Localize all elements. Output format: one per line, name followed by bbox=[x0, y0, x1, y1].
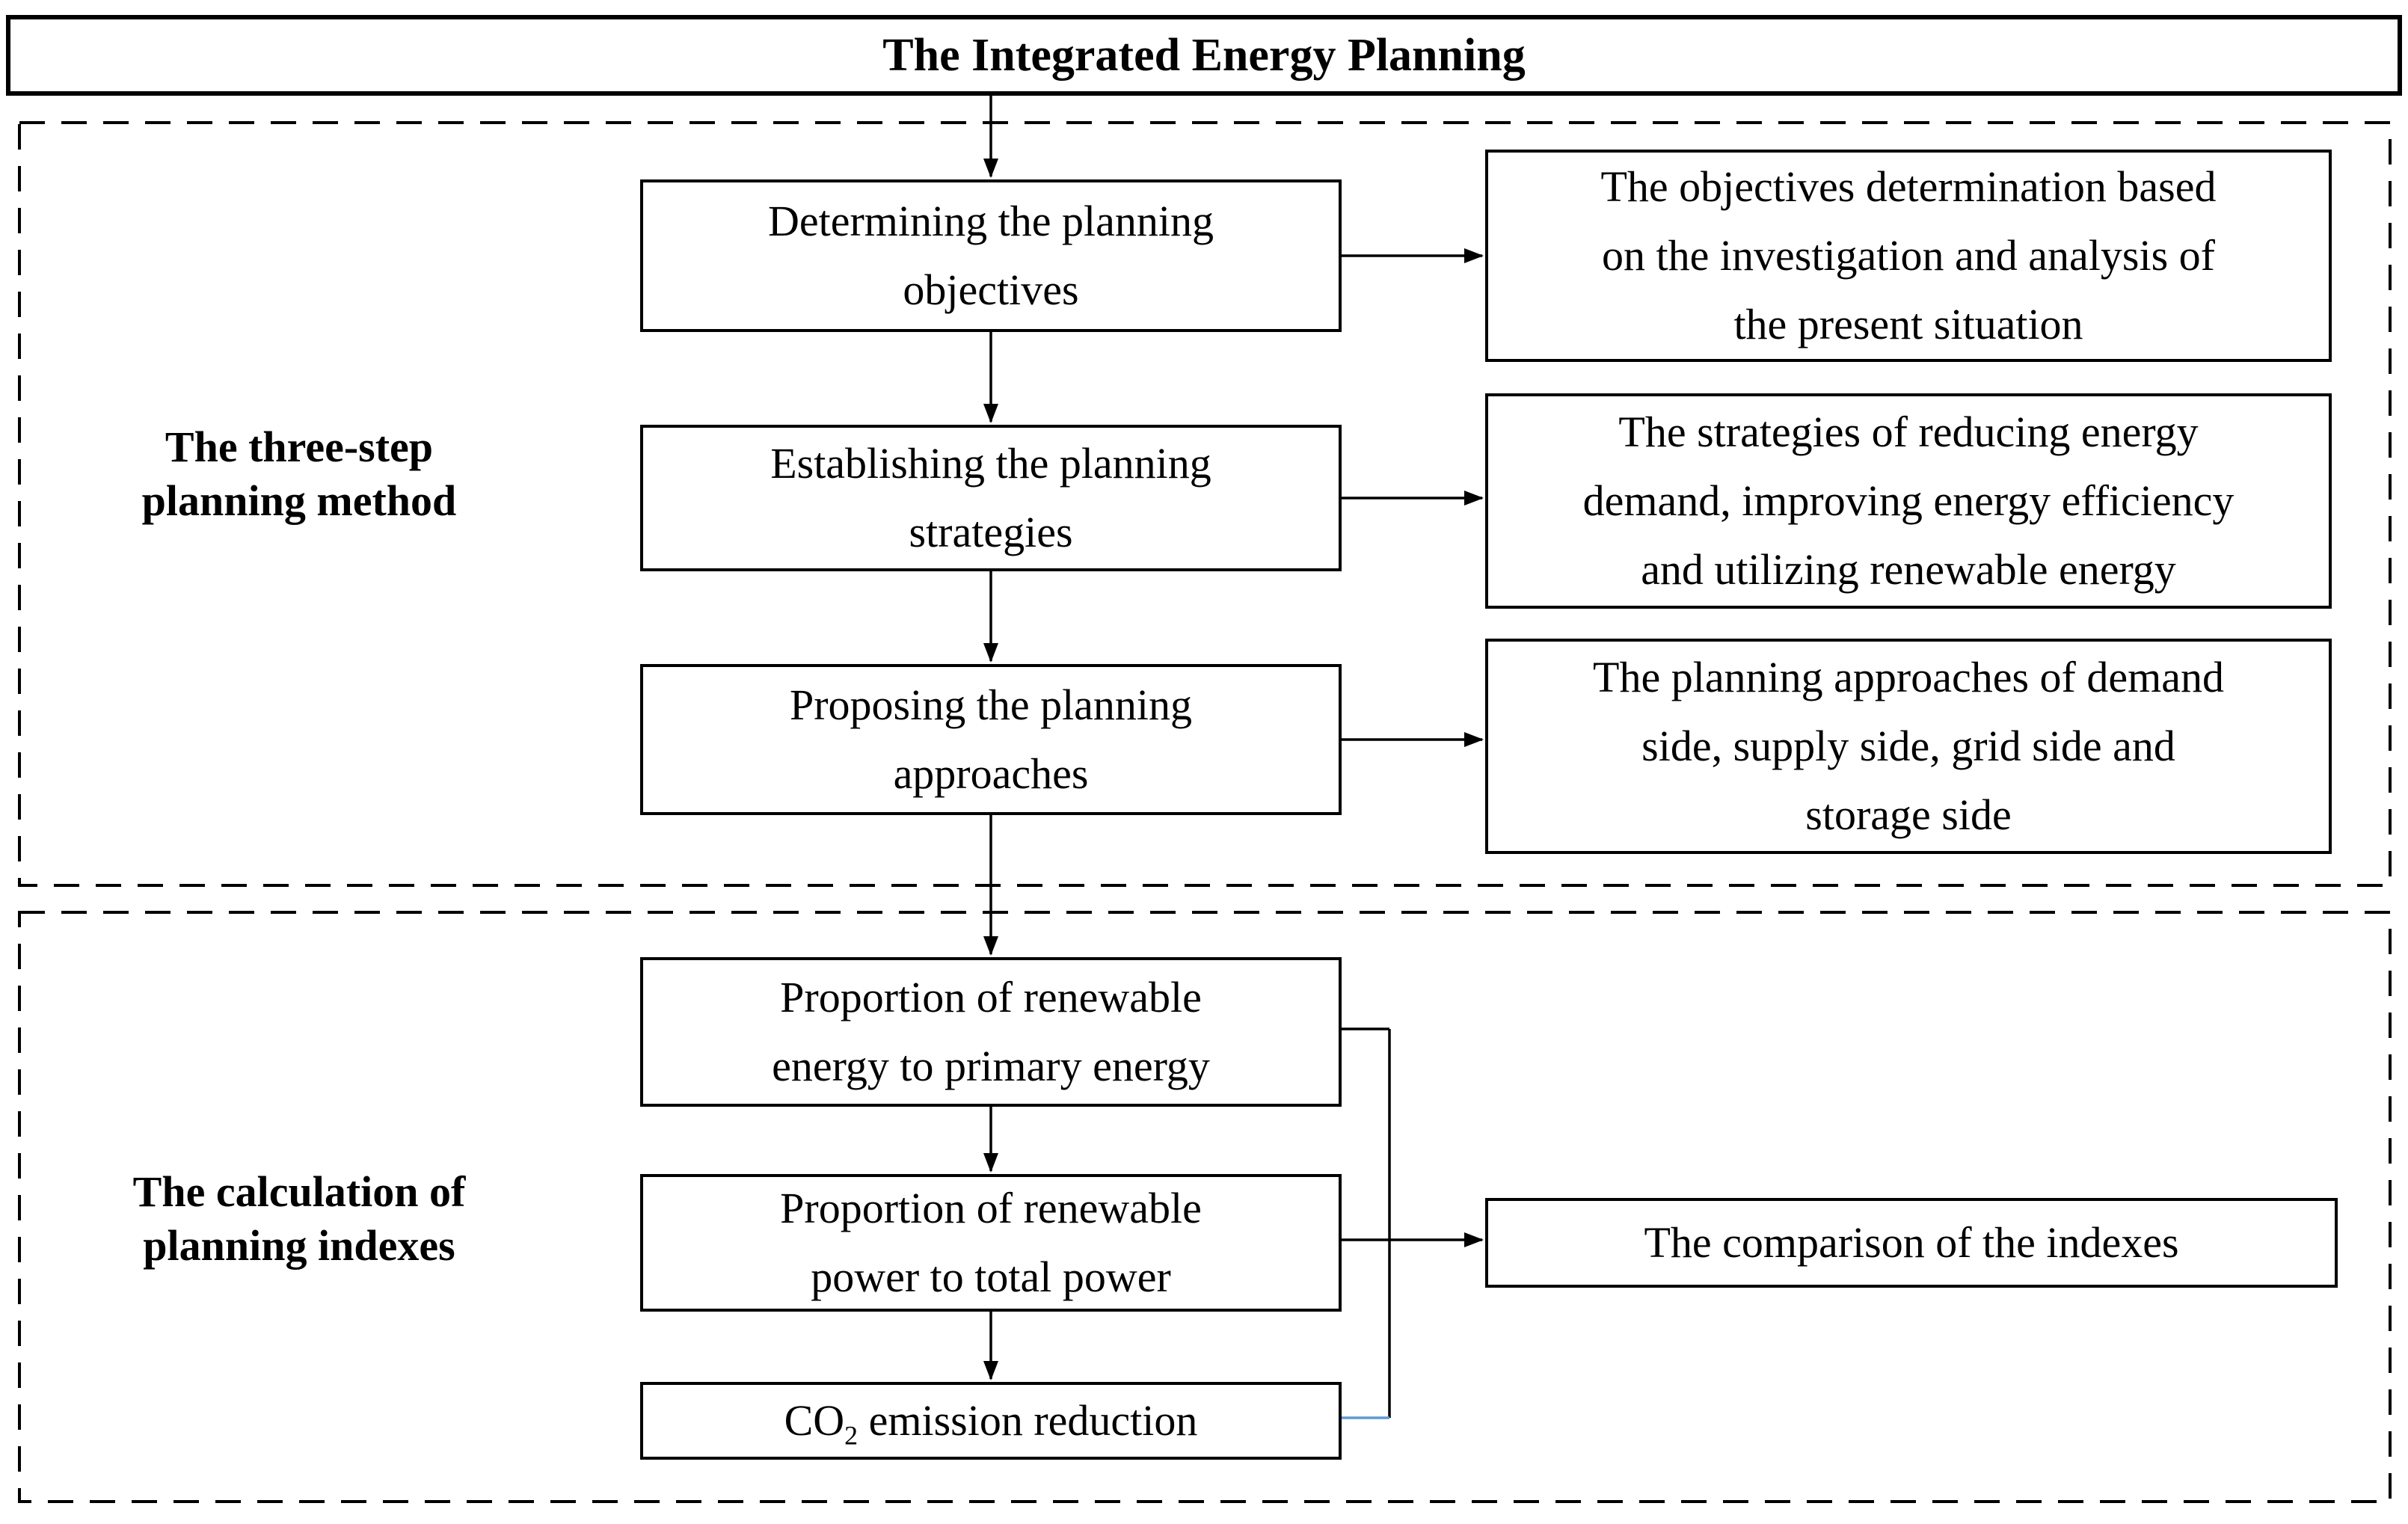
section-label-line: The three-step bbox=[165, 423, 434, 471]
section-label-line: planning method bbox=[141, 476, 457, 525]
box-approaches-detail: The planning approaches of demand side, … bbox=[1485, 639, 2332, 854]
box-text-line: The strategies of reducing energy bbox=[1618, 408, 2199, 456]
box-text-line: storage side bbox=[1805, 790, 2012, 839]
co2-prefix: CO bbox=[784, 1396, 845, 1445]
box-text-line: Determining the planning bbox=[768, 197, 1214, 245]
section-frame-calculation-indexes bbox=[18, 911, 2392, 1503]
box-establishing-strategies: Establishing the planning strategies bbox=[640, 425, 1342, 571]
page-title: The Integrated Energy Planning bbox=[882, 29, 1526, 81]
box-renewable-power-proportion: Proportion of renewable power to total p… bbox=[640, 1174, 1342, 1312]
box-objectives-determination-detail: The objectives determination based on th… bbox=[1485, 150, 2332, 362]
section-label-three-step-method: The three-step planning method bbox=[30, 420, 568, 528]
box-text-line: and utilizing renewable energy bbox=[1641, 545, 2176, 594]
box-text-line: power to total power bbox=[811, 1253, 1171, 1301]
box-text-line: energy to primary energy bbox=[772, 1042, 1210, 1090]
box-co2-emission-reduction: CO2 emission reduction bbox=[640, 1382, 1342, 1460]
box-text-line: Proposing the planning bbox=[789, 680, 1193, 729]
box-text-line: approaches bbox=[893, 749, 1089, 798]
box-text-line: Proportion of renewable bbox=[780, 973, 1202, 1021]
box-text-line: strategies bbox=[909, 508, 1073, 556]
section-label-line: The calculation of bbox=[132, 1167, 466, 1216]
title-box: The Integrated Energy Planning bbox=[6, 15, 2402, 96]
box-determining-objectives: Determining the planning objectives bbox=[640, 179, 1342, 332]
box-strategies-detail: The strategies of reducing energy demand… bbox=[1485, 393, 2332, 609]
section-label-line: planning indexes bbox=[143, 1221, 455, 1270]
co2-text-line: CO2 emission reduction bbox=[784, 1386, 1198, 1455]
box-text-line: side, supply side, grid side and bbox=[1641, 722, 2175, 770]
co2-suffix: emission reduction bbox=[858, 1396, 1198, 1445]
section-label-calculation-indexes: The calculation of planning indexes bbox=[30, 1165, 568, 1273]
box-text-line: The objectives determination based bbox=[1600, 162, 2217, 211]
section-frame-three-step-method bbox=[18, 121, 2392, 887]
box-text-line: Proportion of renewable bbox=[780, 1184, 1202, 1232]
box-text-line: The planning approaches of demand bbox=[1593, 653, 2224, 701]
box-text-line: on the investigation and analysis of bbox=[1602, 231, 2215, 280]
box-renewable-energy-proportion: Proportion of renewable energy to primar… bbox=[640, 957, 1342, 1107]
box-text-line: The comparison of the indexes bbox=[1644, 1218, 2179, 1267]
box-text-line: demand, improving energy efficiency bbox=[1582, 476, 2235, 525]
box-text-line: the present situation bbox=[1733, 300, 2083, 348]
box-text-line: Establishing the planning bbox=[770, 439, 1211, 488]
box-indexes-comparison: The comparison of the indexes bbox=[1485, 1198, 2338, 1288]
box-text-line: objectives bbox=[903, 265, 1079, 314]
box-proposing-approaches: Proposing the planning approaches bbox=[640, 664, 1342, 815]
co2-subscript: 2 bbox=[844, 1420, 859, 1451]
